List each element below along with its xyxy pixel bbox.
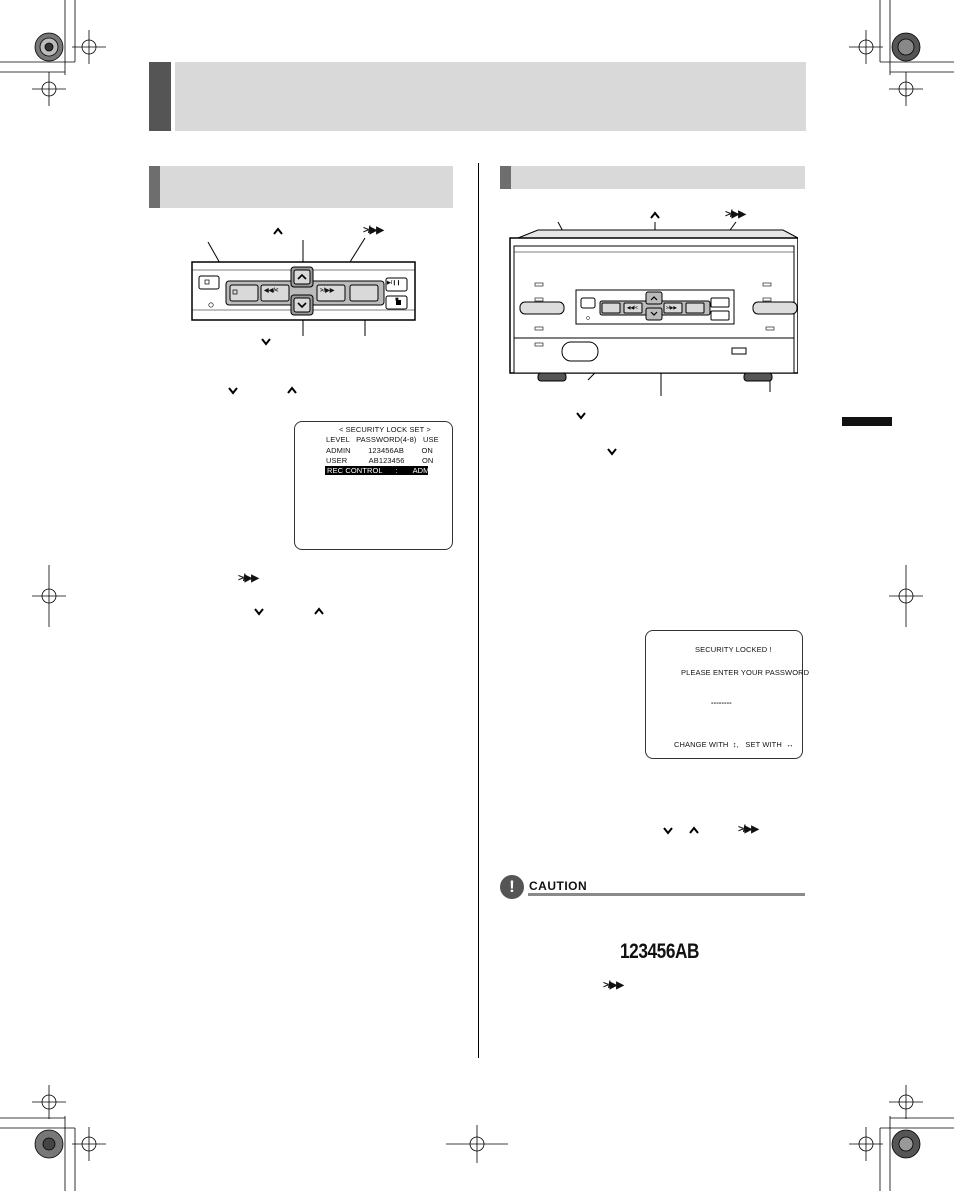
chapter-side-tab [842,417,892,426]
lcd-locked-line3: -------- [711,698,732,707]
lcd-locked-line1: SECURITY LOCKED ! [695,645,772,654]
ff-step-label: >/▶▶ [238,573,259,584]
security-locked-screen [645,630,803,759]
ff-step-label: >/▶▶ [738,824,759,835]
remote-control-panel [191,237,416,336]
chapter-header-bar [149,62,806,131]
lcd-title: < SECURITY LOCK SET > [339,425,431,434]
up-arrow-icon [287,386,297,394]
up-arrow-icon [273,227,283,235]
caution-heading: CAUTION [529,879,588,893]
lcd-admin-row: ADMIN 123456AB ON [326,446,433,455]
up-arrow-icon [314,607,324,615]
caution-rule [528,893,805,896]
remote-rew-label: ◀◀/< [264,288,279,294]
left-section-bar [149,166,453,208]
remote-play-label: ▶/❙❙ [387,280,401,286]
down-arrow-icon [261,338,271,346]
down-arrow-icon [228,387,238,395]
down-arrow-icon [663,827,673,835]
lcd-header-row: LEVEL PASSWORD(4-8) USE [326,435,439,444]
down-arrow-icon [576,412,586,420]
dvr-front-panel [509,221,798,396]
lcd-locked-line4: CHANGE WITH ↕, SET WITH ↔ [674,740,794,749]
right-section-tab [500,166,511,189]
column-divider [478,163,479,1058]
up-arrow-icon [689,826,699,834]
password-example: 123456AB [620,940,700,963]
security-lock-set-screen [294,421,453,550]
lcd-locked-line2: PLEASE ENTER YOUR PASSWORD [681,668,810,677]
lcd-rec-control-row: REC CONTROL : ADMIN [325,466,438,475]
left-section-tab [149,166,160,208]
right-section-bar [500,166,805,189]
ff-callout-label: >/▶▶ [363,225,384,236]
remote-ff-label: >/▶▶ [320,288,335,294]
lcd-user-row: USER AB123456 ON [326,456,434,465]
remote-stop-label: ■ [395,297,399,303]
up-arrow-icon [650,211,660,219]
chapter-header-tab [149,62,171,131]
front-rew-label: ◀◀/< [627,305,638,310]
down-arrow-icon [254,608,264,616]
front-ff-label: >/▶▶ [666,305,677,310]
caution-icon: ! [500,875,524,899]
ff-callout-label: >/▶▶ [725,209,746,220]
ff-caution-label: >/▶▶ [603,980,624,991]
chapter-header-separator [171,62,175,131]
down-arrow-icon [607,448,617,456]
